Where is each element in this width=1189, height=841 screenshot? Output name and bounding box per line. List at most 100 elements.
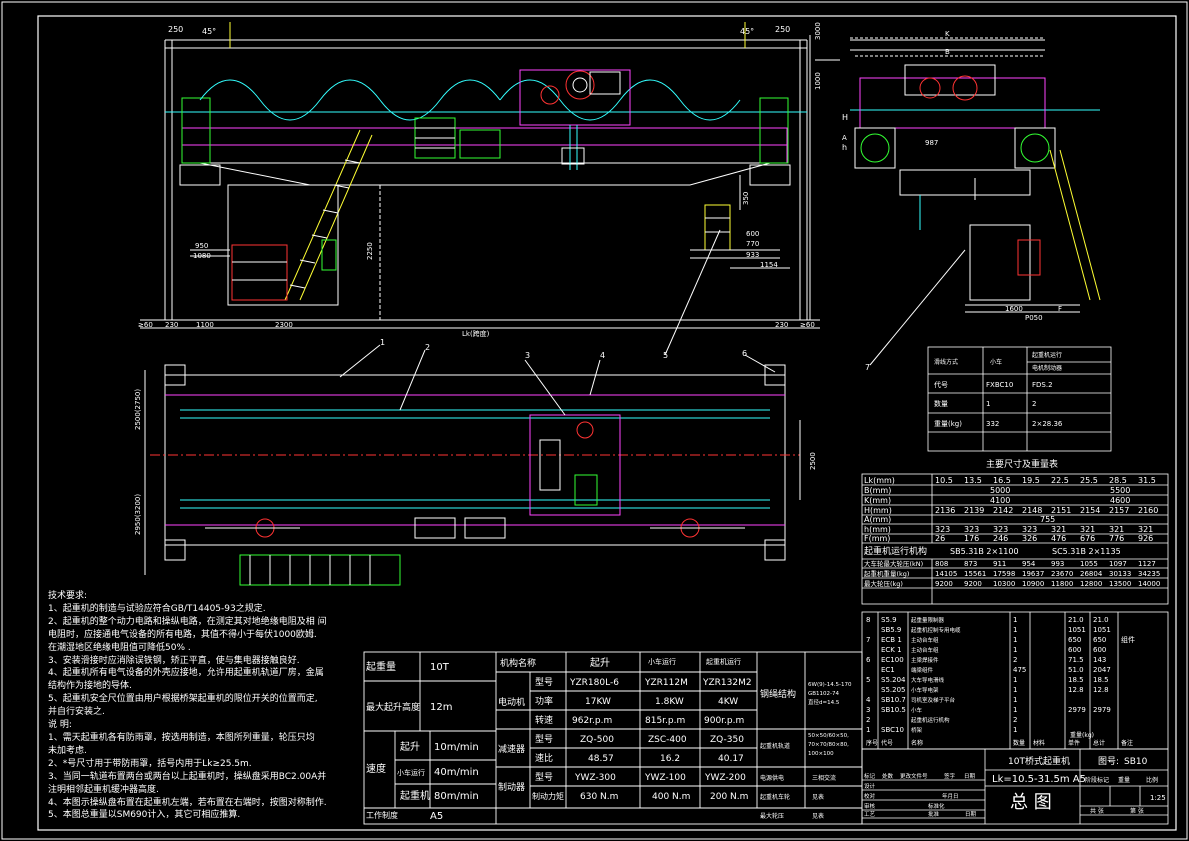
spec-ratio-1: 16.2: [660, 754, 680, 764]
bom-footer: 单件: [1068, 739, 1080, 747]
weight-cell: 15561: [964, 570, 986, 578]
bom-cell: 1: [1013, 696, 1017, 704]
dim-1100: 1100: [196, 321, 214, 329]
tb-sheet: 第 张: [1130, 807, 1144, 815]
spec-crane-speed: 80m/min: [434, 791, 479, 802]
spec-hoist-label: 起升: [400, 741, 420, 753]
spec-capacity: 10T: [430, 662, 450, 673]
dim-45-right: 45°: [740, 27, 754, 36]
parts-header-2: 起重机运行: [1032, 351, 1062, 359]
dim-950: 950: [195, 242, 208, 250]
spec-col-hoist: 起升: [590, 657, 610, 669]
spec-brake-label: 制动器: [498, 781, 525, 793]
spec-maxload: 见表: [812, 812, 824, 820]
spec-brake-2: YWZ-200: [704, 773, 746, 783]
spec-height-label: 最大起升高度: [366, 701, 420, 713]
dim-250-left: 250: [168, 25, 183, 34]
weight-cell: 12800: [1080, 580, 1102, 588]
weight-cell: 1127: [1138, 560, 1156, 568]
weight-cell: 11800: [1051, 580, 1073, 588]
note-line-1: 1、起重机的制造与试验应符合GB/T14405-93之规定.: [48, 603, 266, 614]
spec-power-supply: 三相交流: [812, 774, 836, 782]
dim-cell: 326: [1022, 534, 1037, 543]
bom-footer: 材料: [1033, 739, 1045, 747]
weight-cell: 30133: [1109, 570, 1131, 578]
dim-cell: 16.5: [993, 476, 1011, 485]
drawing-scale: 1:25: [1150, 794, 1166, 802]
note-line-6: 4、起重机所有电气设备的外壳应接地，允许用起重机轨道厂房，金属: [48, 668, 324, 679]
spec-crane-label: 起重机: [400, 789, 430, 802]
weight-cell: 10300: [993, 580, 1015, 588]
spec-reducer-0: ZQ-500: [580, 735, 614, 745]
weight-cell: 9200: [935, 580, 953, 588]
bom-footer: 名称: [911, 739, 923, 747]
bom-cell: EC100: [881, 656, 904, 664]
note-line-8: 5、起重机安全尺位置由用户根据桥架起重机的限位开关的位置而定,: [48, 694, 318, 705]
note-line-2: 2、起重机的整个动力电路和操纵电路，在测定其对地绝缘电阻及相 间: [48, 616, 327, 627]
bom-cell: 143: [1093, 656, 1106, 664]
bom-cell: SB10.7: [881, 696, 906, 704]
spec-power-supply-label: 电源供电: [760, 774, 784, 782]
dim-cell: 323: [1022, 525, 1037, 534]
spec-ratio-label: 速比: [535, 752, 553, 764]
dim-h: h: [842, 143, 847, 152]
tb-sheets: 共 张: [1090, 807, 1104, 815]
dim-cell: 2136: [935, 506, 955, 515]
tb-review: 审核: [864, 802, 876, 810]
note-line-7: 结构作为接地的导体.: [48, 681, 132, 692]
dim-cell: 2142: [993, 506, 1013, 515]
spec-power-0: 17KW: [585, 697, 611, 707]
dim-1000: 1000: [814, 72, 822, 90]
weight-cell: 808: [935, 560, 948, 568]
dim-cell: 5500: [1110, 486, 1130, 495]
spec-power-label: 功率: [535, 695, 553, 707]
parts-r0-c1: FXBC10: [986, 381, 1013, 389]
bom-cell: ECB 1: [881, 636, 902, 644]
dim-cell: 676: [1080, 534, 1095, 543]
weight-row-label: 起重机重量(kg): [864, 569, 909, 578]
bom-cell: 2: [1013, 716, 1017, 724]
dim-A: A: [842, 134, 847, 142]
dim-cell: 2160: [1138, 506, 1158, 515]
spec-motor-label: 电动机: [498, 696, 525, 708]
dim-cell: 28.5: [1109, 476, 1127, 485]
tb-sign: 签字: [944, 772, 956, 780]
bom-cell: 1: [1013, 636, 1017, 644]
bom-cell: 1: [1013, 626, 1017, 634]
spec-torque-2: 200 N.m: [710, 792, 748, 802]
weight-cell: 17598: [993, 570, 1015, 578]
dim-cell: 321: [1080, 525, 1095, 534]
bom-cell: 1051: [1068, 626, 1086, 634]
bom-cell: S5.205: [881, 686, 905, 694]
dim-plan-2500b: 2500: [809, 452, 817, 470]
bom-cell: 5: [866, 676, 870, 684]
spec-reducer-1: ZSC-400: [648, 735, 687, 745]
bom-cell: 小车: [911, 706, 923, 714]
parts-r2-c2: 2×28.36: [1032, 420, 1063, 428]
spec-ratio-0: 48.57: [588, 754, 614, 764]
spec-rpm-1: 815r.p.m: [645, 716, 685, 726]
bom-cell: 起重量限制器: [911, 616, 945, 624]
bom-footer: 总计: [1093, 739, 1105, 747]
tb-date2: 日期: [965, 811, 977, 818]
dim-45-left: 45°: [202, 27, 216, 36]
spec-type-label-2: 型号: [535, 734, 553, 745]
bom-cell: 起重机控制专用电缆: [911, 626, 961, 634]
parts-header-3: 电机制动器: [1032, 364, 1062, 372]
dim-cell: 10.5: [935, 476, 953, 485]
bom-cell: 1051: [1093, 626, 1111, 634]
tb-stage: 阶段标记: [1085, 776, 1109, 784]
tb-count: 处数: [882, 772, 894, 780]
spec-trolley-label: 小车运行: [397, 768, 425, 777]
weight-cell: 13500: [1109, 580, 1131, 588]
spec-motor-type-0: YZR180L-6: [569, 678, 619, 688]
dim-plan-2500: 2500(2750): [134, 389, 142, 430]
dim-770: 770: [746, 240, 759, 248]
bom-cell: 650: [1068, 636, 1081, 644]
dim-cell: 323: [935, 525, 950, 534]
dim-cell: 776: [1109, 534, 1124, 543]
spec-ratio-2: 40.17: [718, 754, 744, 764]
